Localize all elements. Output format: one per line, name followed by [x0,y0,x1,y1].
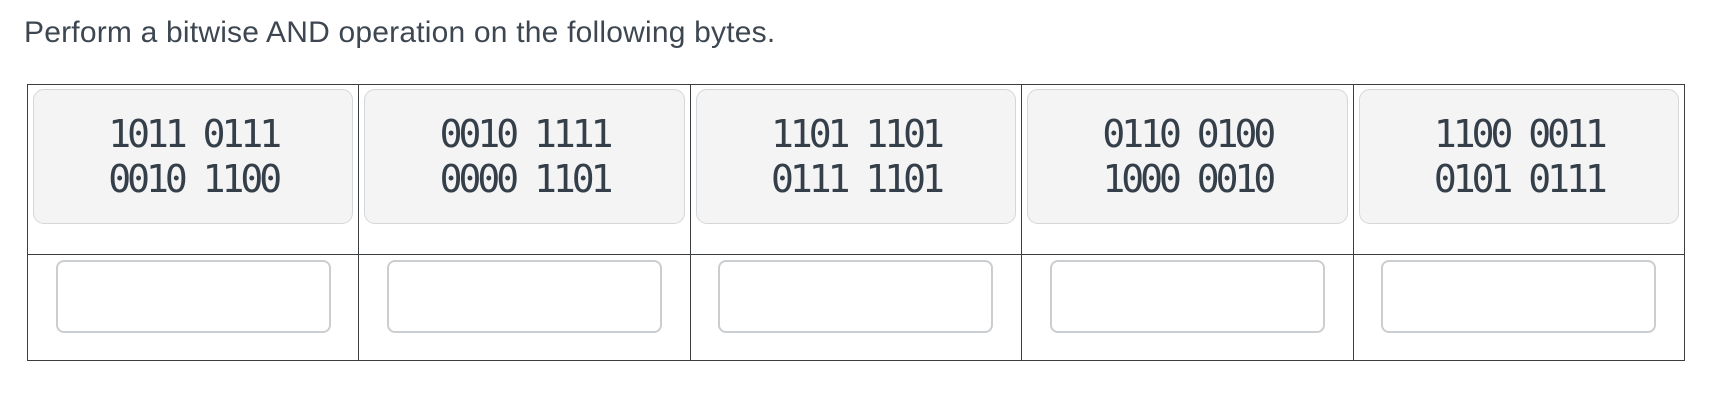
byte-cell-1: 1011 0111 0010 1100 [26,84,360,255]
byte-cell-2: 0010 1111 0000 1101 [358,84,691,255]
byte-bottom-line: 0111 1101 [771,156,945,201]
answer-cell-5 [1352,254,1686,361]
byte-bottom-line: 0000 1101 [439,156,614,201]
byte-pair-card-2: 0010 1111 0000 1101 [364,89,685,224]
bytes-table: 1011 0111 0010 1100 0010 1111 0000 1101 … [26,84,1686,361]
byte-bottom-line: 1000 0010 [1102,156,1276,201]
byte-top-line: 0110 0100 [1102,111,1276,156]
byte-pair-card-3: 1101 1101 0111 1101 [695,89,1017,224]
byte-cell-3: 1101 1101 0111 1101 [689,84,1023,255]
answer-input-3[interactable] [718,260,994,333]
byte-cell-4: 0110 0100 1000 0010 [1021,84,1354,255]
byte-top-line: 1011 0111 [108,111,282,156]
byte-bottom-line: 0010 1100 [108,156,282,201]
byte-cell-5: 1100 0011 0101 0111 [1352,84,1686,255]
question-page: Perform a bitwise AND operation on the f… [0,16,1714,361]
answer-input-2[interactable] [387,260,663,333]
byte-top-line: 1100 0011 [1433,111,1608,156]
byte-bottom-line: 0101 0111 [1433,156,1608,201]
byte-pair-card-1: 1011 0111 0010 1100 [33,89,354,224]
answer-cell-4 [1021,254,1354,361]
operand-row: 1011 0111 0010 1100 0010 1111 0000 1101 … [26,84,1686,255]
answer-row [26,254,1686,361]
byte-pair-card-5: 1100 0011 0101 0111 [1358,89,1679,224]
answer-cell-1 [26,254,360,361]
answer-input-5[interactable] [1381,260,1657,333]
answer-cell-2 [358,254,691,361]
answer-cell-3 [689,254,1023,361]
byte-top-line: 1101 1101 [771,111,945,156]
answer-input-4[interactable] [1049,260,1325,333]
byte-top-line: 0010 1111 [439,111,614,156]
byte-pair-card-4: 0110 0100 1000 0010 [1027,89,1348,224]
question-prompt: Perform a bitwise AND operation on the f… [24,16,776,49]
answer-input-1[interactable] [55,260,331,333]
